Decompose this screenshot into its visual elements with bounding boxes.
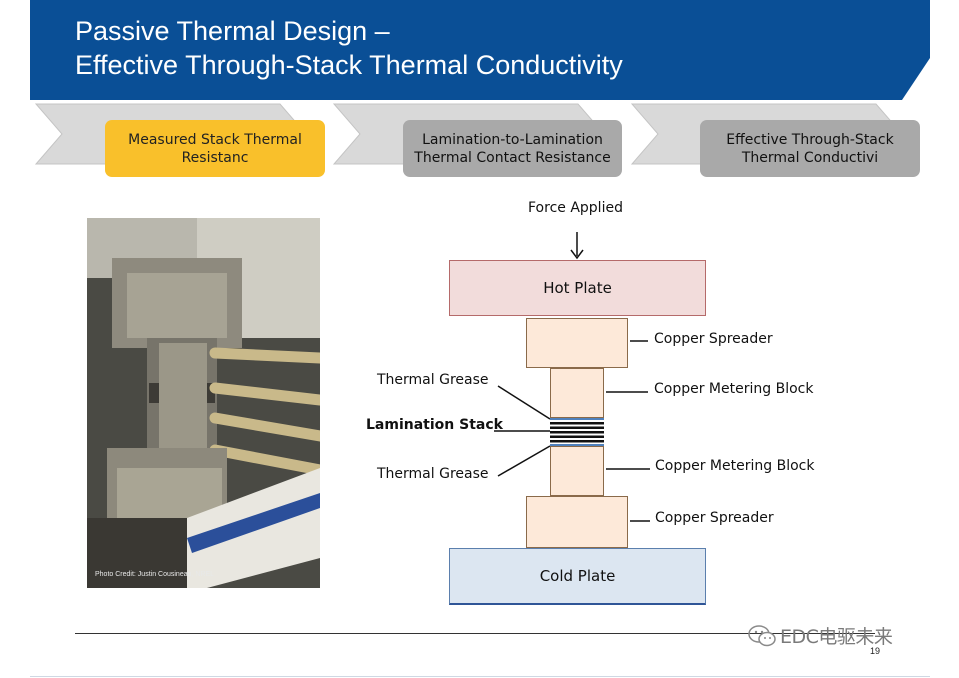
title-line-1: Passive Thermal Design – [75, 16, 390, 46]
step-3-label: Effective Through-Stack Thermal Conducti… [726, 131, 894, 166]
title-line-2: Effective Through-Stack Thermal Conducti… [75, 50, 623, 80]
wechat-icon [748, 624, 776, 646]
label-copper-spreader-top: Copper Spreader [654, 331, 773, 347]
hot-plate: Hot Plate [449, 260, 706, 316]
watermark-text: EDC电驱未来 [780, 626, 893, 648]
lamination-stack-layers [550, 418, 604, 446]
page-title: Passive Thermal Design – Effective Throu… [75, 14, 895, 82]
copper-metering-block-top [550, 368, 604, 418]
copper-spreader-top [526, 318, 628, 368]
label-copper-spreader-bottom: Copper Spreader [655, 510, 774, 526]
force-arrow-head [570, 249, 584, 260]
watermark: EDC电驱未来 [748, 622, 893, 649]
footer-divider [75, 633, 875, 634]
step-2-label: Lamination-to-Lamination Thermal Contact… [414, 131, 611, 166]
hot-plate-label: Hot Plate [543, 279, 612, 297]
test-rig-illustration [87, 218, 320, 588]
bottom-border [30, 676, 930, 677]
step-effective-thermal-conductivity: Effective Through-Stack Thermal Conducti… [700, 120, 920, 177]
test-rig-photo [87, 218, 320, 588]
step-measured-stack-thermal-resistance: Measured Stack Thermal Resistanc [105, 120, 325, 177]
cold-plate-label: Cold Plate [539, 567, 616, 585]
header-banner [30, 0, 930, 100]
copper-metering-block-bottom [550, 446, 604, 496]
step-lamination-contact-resistance: Lamination-to-Lamination Thermal Contact… [403, 120, 622, 177]
lamination-stack [550, 418, 604, 446]
page-number: 19 [870, 646, 881, 656]
photo-credit: Photo Credit: Justin Cousineau, NREL [95, 571, 215, 578]
force-applied-label: Force Applied [528, 200, 623, 216]
label-thermal-grease-bottom: Thermal Grease [377, 466, 489, 482]
label-copper-metering-block-bottom: Copper Metering Block [655, 458, 815, 474]
copper-spreader-bottom [526, 496, 628, 548]
label-copper-metering-block-top: Copper Metering Block [654, 381, 814, 397]
step-1-label: Measured Stack Thermal Resistanc [128, 131, 302, 166]
label-thermal-grease-top: Thermal Grease [377, 372, 489, 388]
cold-plate: Cold Plate [449, 548, 706, 605]
header-background [30, 0, 930, 100]
label-lamination-stack: Lamination Stack [366, 417, 503, 433]
